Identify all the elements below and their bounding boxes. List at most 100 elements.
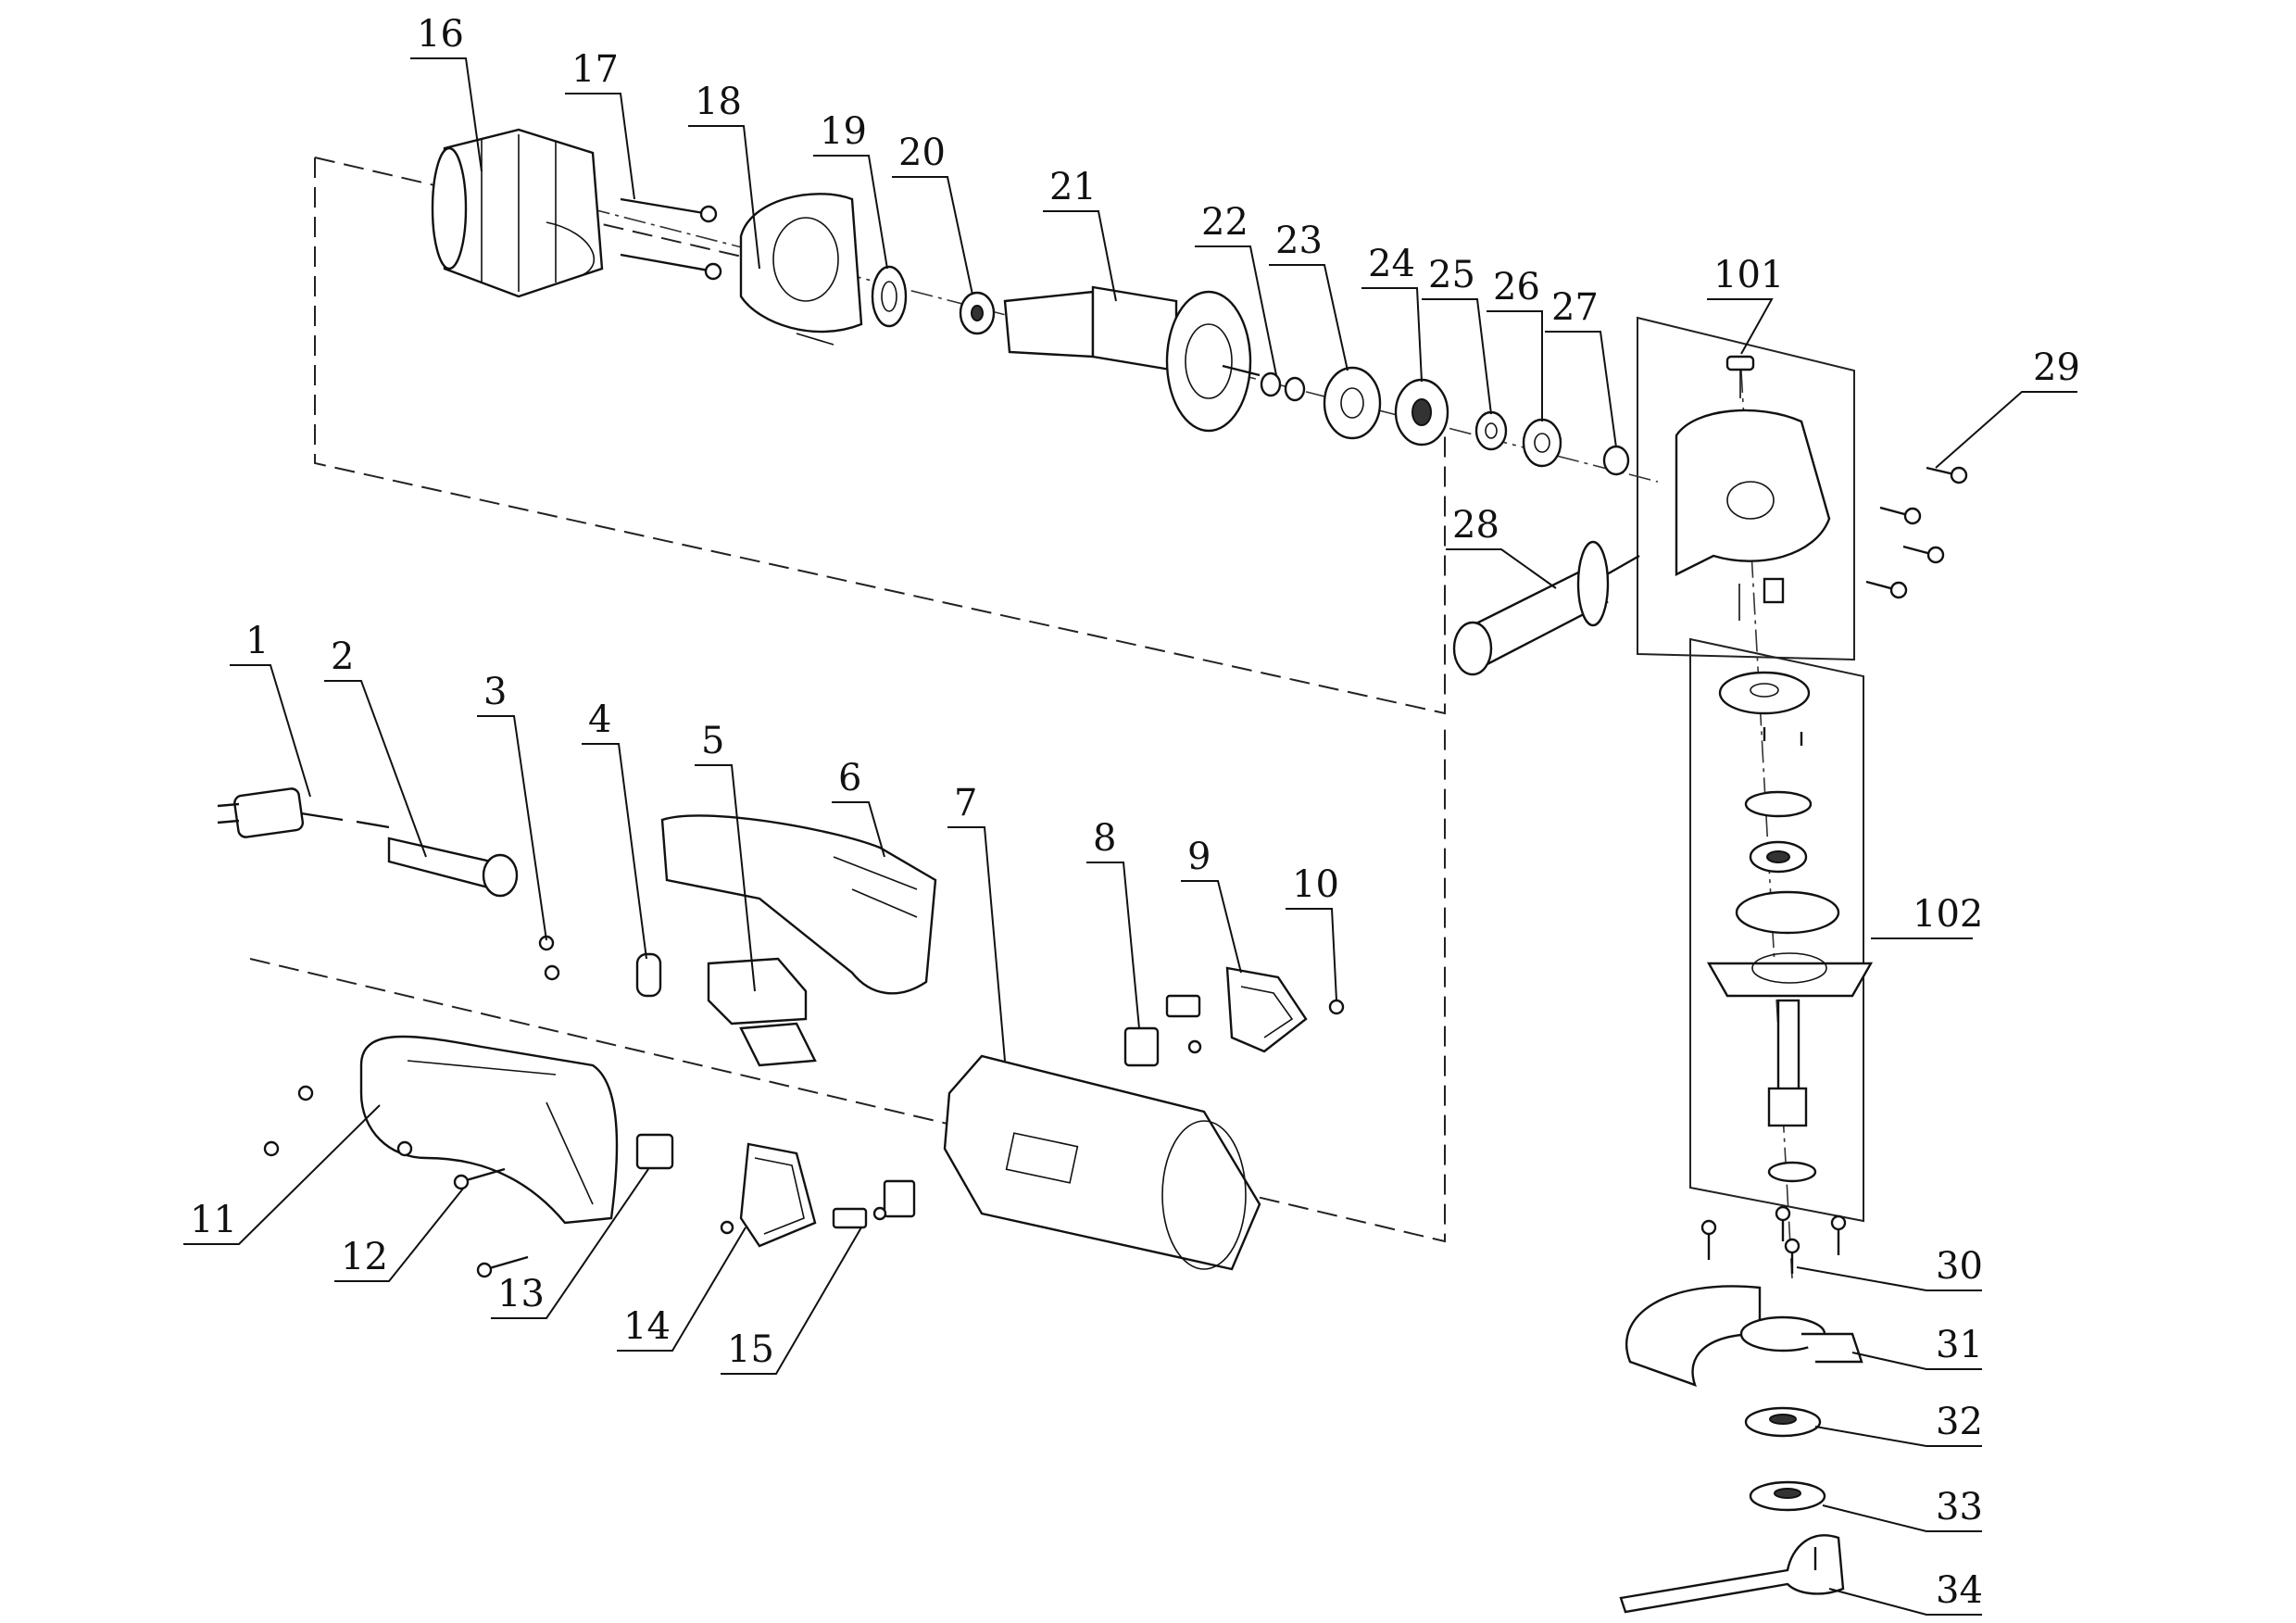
part-6-handle-half: [660, 814, 937, 995]
part-18-baffle: [739, 193, 863, 346]
svg-text:1: 1: [245, 620, 269, 662]
callout-26: 26: [1487, 266, 1543, 421]
callout-30: 30: [1796, 1245, 1983, 1291]
svg-text:17: 17: [571, 48, 619, 91]
svg-text:6: 6: [838, 757, 861, 799]
callout-13: 13: [491, 1168, 649, 1319]
part-21-armature: [1003, 285, 1261, 433]
callout-28: 28: [1446, 504, 1557, 589]
svg-text:102: 102: [1913, 893, 1983, 936]
callout-32: 32: [1814, 1401, 1983, 1447]
svg-text:10: 10: [1292, 863, 1339, 906]
callout-6: 6: [832, 757, 885, 858]
part-24-bearing: [1394, 378, 1449, 447]
callout-8: 8: [1086, 817, 1140, 1029]
callout-14: 14: [617, 1227, 747, 1352]
callouts: 1 2 3 4 5 6 7 8 9 10 11 12 13 14 15 16 1…: [183, 13, 2080, 1616]
svg-text:24: 24: [1368, 243, 1415, 285]
part-1-plug-cord: [217, 787, 390, 838]
part-32-inner-flange: [1744, 1406, 1822, 1438]
part-13-brush: [635, 1133, 674, 1170]
callout-17: 17: [565, 48, 635, 200]
callout-20: 20: [892, 132, 973, 296]
part-9-brush-cover: [1225, 966, 1308, 1053]
part-28-side-handle: [1452, 540, 1640, 676]
callout-25: 25: [1422, 254, 1492, 415]
svg-text:19: 19: [820, 110, 867, 153]
assembly-outline-spindle: [1689, 637, 1864, 1223]
svg-text:14: 14: [623, 1305, 671, 1348]
part-34-spanner: [1619, 1534, 1845, 1614]
callout-12: 12: [334, 1188, 464, 1282]
callout-31: 31: [1851, 1324, 1983, 1370]
assembly-outline-housing: [249, 723, 1446, 1243]
callout-5: 5: [695, 720, 756, 992]
callout-21: 21: [1043, 166, 1117, 302]
svg-text:23: 23: [1275, 220, 1323, 262]
callout-102: 102: [1871, 893, 1983, 939]
svg-text:33: 33: [1936, 1486, 1983, 1529]
callout-22: 22: [1195, 201, 1277, 376]
svg-text:4: 4: [588, 698, 611, 741]
svg-text:16: 16: [417, 13, 464, 56]
svg-text:5: 5: [701, 720, 724, 762]
svg-text:29: 29: [2033, 346, 2080, 389]
svg-text:32: 32: [1936, 1401, 1983, 1443]
part-15-brush-holder: [832, 1179, 916, 1229]
callout-10: 10: [1286, 863, 1339, 1001]
callout-27: 27: [1545, 286, 1617, 448]
svg-text:25: 25: [1428, 254, 1475, 296]
part-11-rear-handle: [359, 1035, 619, 1225]
svg-text:34: 34: [1936, 1569, 1983, 1612]
part-17-screws: [620, 197, 722, 281]
part-102-spindle-assembly: [1706, 671, 1874, 1183]
callout-18: 18: [688, 81, 760, 270]
part-8-brush-holder: [1123, 994, 1202, 1067]
svg-text:2: 2: [331, 635, 354, 678]
callout-16: 16: [410, 13, 483, 172]
part-25-washer: [1474, 410, 1508, 451]
part-4-cord-clamp: [635, 952, 662, 998]
part-23-bearing-cover: [1323, 366, 1382, 440]
svg-text:8: 8: [1093, 817, 1116, 860]
callout-34: 34: [1828, 1569, 1983, 1616]
svg-text:31: 31: [1936, 1324, 1983, 1366]
callout-4: 4: [582, 698, 647, 960]
svg-text:26: 26: [1493, 266, 1540, 308]
svg-text:3: 3: [483, 671, 507, 713]
svg-text:18: 18: [695, 81, 742, 123]
part-16-stator: [431, 128, 604, 298]
svg-text:7: 7: [954, 782, 977, 824]
part-26-pinion: [1522, 418, 1562, 468]
part-27-nut: [1602, 445, 1630, 476]
svg-text:12: 12: [341, 1236, 388, 1278]
callout-33: 33: [1822, 1486, 1983, 1532]
callout-101: 101: [1707, 254, 1784, 355]
part-5-switch: [707, 957, 817, 1067]
callout-9: 9: [1181, 836, 1242, 974]
part-31-wheel-guard: [1625, 1285, 1863, 1387]
svg-text:13: 13: [497, 1273, 545, 1315]
part-101-gear-housing: [1675, 355, 1831, 621]
callout-11: 11: [183, 1104, 381, 1245]
callout-19: 19: [813, 110, 888, 270]
part-12-screws: [263, 1085, 529, 1278]
callout-7: 7: [947, 782, 1006, 1062]
svg-text:101: 101: [1713, 254, 1784, 296]
callout-24: 24: [1361, 243, 1423, 383]
callout-2: 2: [324, 635, 427, 858]
part-2-cord-sleeve: [387, 837, 519, 898]
svg-text:9: 9: [1187, 836, 1211, 878]
svg-text:28: 28: [1452, 504, 1499, 547]
part-14-brush-cover: [720, 1142, 817, 1248]
part-30-screws: [1700, 1205, 1847, 1274]
svg-text:11: 11: [190, 1199, 237, 1241]
part-3-screws: [538, 935, 560, 981]
svg-text:15: 15: [727, 1328, 774, 1371]
callout-1: 1: [230, 620, 311, 798]
svg-text:27: 27: [1551, 286, 1599, 329]
svg-text:20: 20: [898, 132, 946, 174]
part-10-screw: [1328, 999, 1345, 1015]
part-19-bearing: [871, 265, 908, 328]
